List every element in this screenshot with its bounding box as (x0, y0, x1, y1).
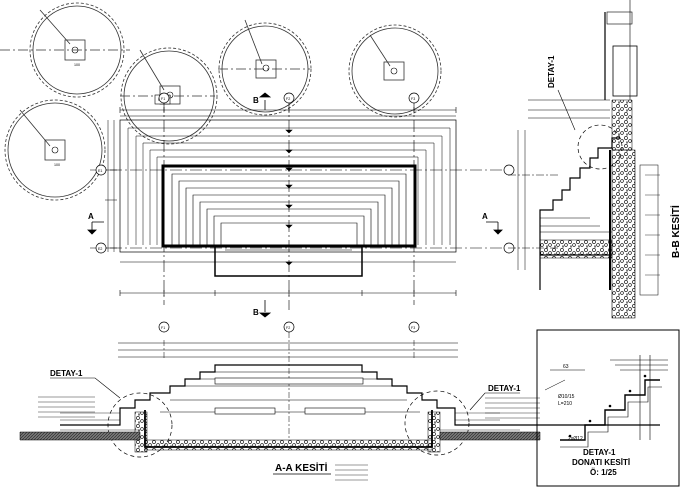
detail-box (536, 329, 680, 487)
ground-hatch-left (19, 431, 141, 441)
detail-title-3: Ö: 1/25 (590, 468, 617, 477)
detay-label-left: DETAY-1 (50, 369, 83, 378)
gravel-top-bb (611, 99, 633, 151)
rebar-dots (568, 374, 647, 438)
section-bb-title: B-B KESİTİ (669, 205, 682, 258)
axis-e1-label: E1 (98, 169, 102, 173)
label-box (304, 407, 366, 415)
grid-a-left: A (88, 212, 94, 221)
section-marker-labels: A A B B (88, 96, 488, 317)
axis-e2-label: E2 (98, 247, 102, 251)
gravel-wall-bb (611, 149, 636, 319)
elevation-marks (285, 129, 293, 266)
detail-rebar-3: 2xØ12 (568, 436, 583, 442)
ground-hatch-right (439, 431, 541, 441)
tree-dim-label: 100 (54, 163, 60, 167)
axis-f2-label: F2 (286, 97, 290, 101)
gravel-floor-bb (539, 239, 613, 259)
axis-f2-label: F2 (286, 326, 290, 330)
detail-title-1: DETAY-1 (583, 448, 616, 457)
tree-pits (0, 2, 442, 201)
detail-dim: 63 (563, 364, 569, 370)
axis-f1-label: F1 (161, 97, 165, 101)
axis-bubbles (95, 92, 515, 333)
grid-a-right: A (482, 212, 488, 221)
axis-f1-label: F1 (161, 326, 165, 330)
detail-title-2: DONATI KESİTİ (572, 458, 630, 467)
tree-dim-label: 100 (74, 63, 80, 67)
axis-f3-label: F3 (411, 326, 415, 330)
leader-right (469, 392, 520, 411)
grid-b-top: B (253, 96, 259, 105)
plan-view (90, 100, 510, 310)
label-box (214, 407, 276, 415)
material-notes (38, 396, 540, 481)
detail-rebar-2: L=210 (558, 401, 572, 407)
detay-label-top: DETAY-1 (547, 55, 556, 88)
notes-frame-bb (639, 164, 659, 296)
leader-left (50, 377, 121, 399)
gravel-fill-bottom (144, 439, 433, 451)
detay-label-right: DETAY-1 (488, 384, 521, 393)
axis-f3-label: F3 (411, 97, 415, 101)
label-box (214, 377, 364, 385)
detail-rebar-1: Ø10/15 (558, 394, 575, 400)
section-aa-title: A-A KESİTİ (275, 461, 328, 474)
grid-b-bottom: B (253, 308, 259, 317)
axis-bubble-labels: F1 F2 F3 E1 E2 F1 F2 F3 (98, 97, 415, 330)
leader-top (557, 89, 576, 131)
tree-symbols: 100 100 (51, 46, 398, 167)
section-markers (87, 92, 503, 318)
